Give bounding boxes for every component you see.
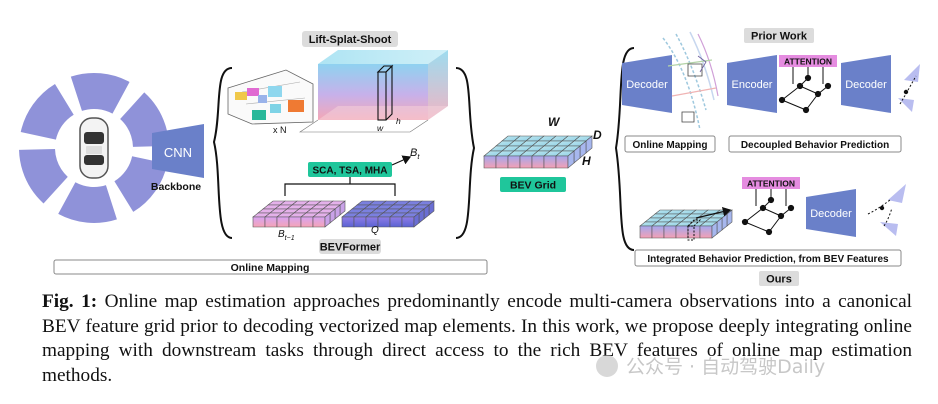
attention-graph-1 — [778, 67, 832, 114]
bev-w-label: W — [548, 115, 561, 129]
lss-w-label: w — [377, 123, 384, 133]
attention-label-1: ATTENTION — [784, 57, 832, 67]
bevformer-title-box — [319, 239, 381, 254]
bevformer-grid-bt-minus-1 — [252, 200, 346, 228]
decoupled-box — [728, 135, 902, 153]
online-mapping-box — [624, 135, 716, 153]
sca-box — [308, 162, 392, 177]
attention-box-2 — [742, 177, 800, 189]
cnn-backbone: CNN Backbone — [151, 124, 204, 193]
watermark: 公众号 · 自动驾驶Daily — [596, 352, 914, 382]
decoder-2-label: Decoder — [845, 79, 887, 91]
attention-graph-2 — [741, 189, 795, 236]
bev-grid-label-box — [500, 177, 566, 192]
lss-panel: Lift-Splat-Shoot x N w h — [227, 31, 448, 135]
watermark-text: 公众号 · 自动驾驶Daily — [626, 356, 826, 378]
ours-panel: ATTENTION Decoder I — [634, 177, 906, 286]
attention-box-1 — [779, 55, 837, 67]
decoder-1-label: Decoder — [626, 79, 668, 91]
ours-title-box — [759, 271, 799, 286]
lss-volume: w h — [299, 50, 448, 133]
bev-d-label: D — [593, 128, 602, 142]
prior-work-panel: Prior Work Decoder Encoder ATTENTION — [622, 28, 920, 153]
cnn-trapezoid — [152, 124, 204, 178]
cnn-label: CNN — [164, 145, 192, 160]
camera-ring — [19, 73, 169, 223]
wechat-logo-icon — [596, 354, 618, 377]
integrated-box — [634, 249, 902, 267]
lss-h-label: h — [396, 116, 401, 126]
decoupled-label: Decoupled Behavior Prediction — [741, 140, 889, 151]
bevformer-panel: SCA, TSA, MHA Bt Bt−1 Q BEVFormer — [252, 147, 435, 254]
caption-text: Online map estimation approaches predomi… — [42, 291, 912, 386]
online-mapping-bar — [53, 259, 488, 275]
lss-title: Lift-Splat-Shoot — [309, 34, 392, 46]
sca-label: SCA, TSA, MHA — [313, 166, 388, 177]
bev-grid-cells — [483, 135, 593, 169]
online-map-vectors — [662, 31, 719, 131]
figure-caption: Fig. 1: Online map estimation approaches… — [42, 290, 912, 388]
trajectory-icon-1 — [898, 64, 920, 112]
trajectory-icon-2 — [867, 184, 906, 236]
xn-label: x N — [273, 125, 287, 135]
bevformer-grid-q — [341, 200, 435, 228]
ours-bev-grid — [639, 209, 733, 239]
figure-diagram: CNN Backbone Lift-Splat-Shoot x N — [19, 28, 920, 286]
bev-grid: W D H BEV Grid — [483, 115, 602, 192]
bev-h-label: H — [582, 154, 591, 168]
decoder-2 — [841, 55, 891, 113]
attention-label-2: ATTENTION — [747, 179, 795, 189]
decoder-1 — [622, 55, 672, 113]
figure-1: CNN Backbone Lift-Splat-Shoot x N — [19, 28, 920, 286]
decoder-3-label: Decoder — [810, 208, 852, 220]
btm1-label: Bt−1 — [278, 229, 295, 242]
online-mapping-box-label: Online Mapping — [633, 140, 708, 151]
right-brace — [614, 47, 635, 251]
bevformer-title: BEVFormer — [320, 242, 381, 254]
online-mapping-bar-label: Online Mapping — [231, 262, 310, 274]
encoder-label: Encoder — [732, 79, 773, 91]
prior-work-title: Prior Work — [751, 31, 808, 43]
ours-title: Ours — [766, 274, 792, 286]
car-icon — [79, 117, 109, 179]
q-label: Q — [371, 225, 379, 236]
prior-work-title-box — [744, 28, 814, 43]
caption-lead: Fig. 1: — [42, 291, 98, 312]
encoder — [727, 55, 777, 113]
bt-label: Bt — [410, 147, 420, 161]
left-brace — [212, 67, 233, 239]
middle-brace — [455, 67, 476, 239]
integrated-label: Integrated Behavior Prediction, from BEV… — [647, 254, 889, 265]
frustum-images: x N — [227, 69, 314, 135]
backbone-label: Backbone — [151, 181, 201, 193]
bev-grid-label: BEV Grid — [510, 180, 556, 192]
lss-title-box — [302, 31, 398, 47]
camera-segments — [19, 73, 169, 223]
decoder-3 — [806, 189, 856, 237]
